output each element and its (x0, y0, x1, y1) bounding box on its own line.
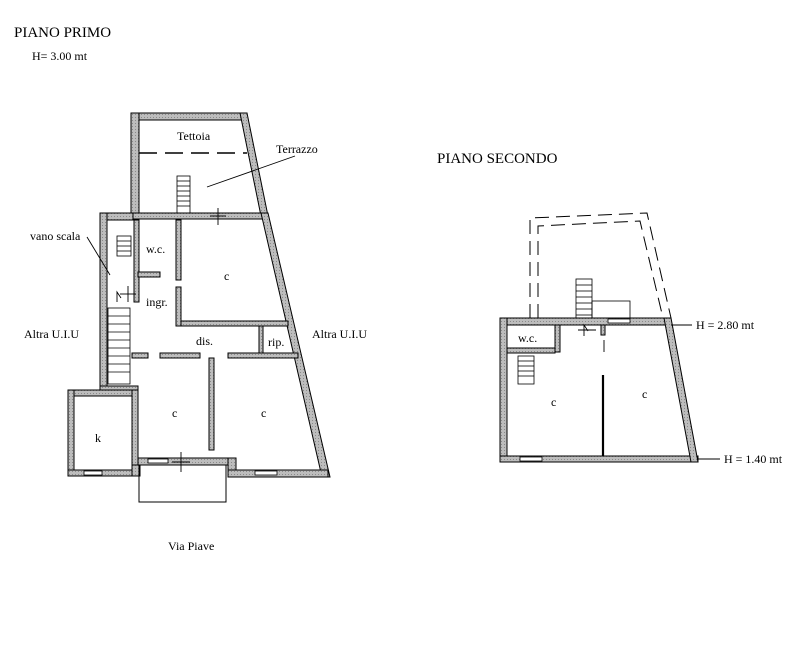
terrace-stair (176, 175, 191, 214)
room-label-wc: w.c. (146, 242, 166, 256)
room-label-k: k (95, 431, 101, 445)
room-label-c-lower-left: c (172, 406, 178, 420)
upper-dashed-outline (529, 212, 672, 319)
main-walls (67, 212, 331, 478)
room-label-c-upper: c (224, 269, 230, 283)
door-marks (116, 208, 226, 472)
windows (83, 458, 278, 476)
terrace-walls (130, 112, 269, 220)
second-floor-windows (519, 318, 631, 462)
roof-stair (575, 278, 631, 322)
second-floor-plan (499, 212, 720, 463)
first-floor-plan (67, 112, 331, 503)
second-floor-room-c-right: c (642, 387, 648, 401)
room-label-dis: dis. (196, 334, 214, 348)
second-floor-room-wc: w.c. (518, 331, 538, 345)
second-floor-stair (517, 355, 535, 385)
neighbor-left-label: Altra U.I.U (24, 327, 79, 341)
second-floor-room-c-left: c (551, 395, 557, 409)
second-floor-height-bottom: H = 1.40 mt (724, 452, 783, 466)
terrazzo-leader (206, 155, 296, 188)
room-label-tettoia: Tettoia (177, 129, 211, 143)
balcony (138, 464, 227, 503)
second-floor-height-top: H = 2.80 mt (696, 318, 755, 332)
second-floor-door-marks (578, 323, 605, 352)
second-floor-walls (499, 317, 699, 463)
first-floor-title: PIANO PRIMO (14, 25, 112, 41)
room-label-vano-scala: vano scala (30, 229, 81, 243)
first-floor-height: H= 3.00 mt (32, 49, 88, 63)
street-label: Via Piave (168, 539, 215, 553)
neighbor-right-label: Altra U.I.U (312, 327, 367, 341)
vano-scala-leader (86, 236, 111, 276)
room-label-rip: rip. (268, 335, 285, 349)
second-floor-title: PIANO SECONDO (437, 151, 558, 167)
room-label-ingr: ingr. (146, 295, 168, 309)
room-label-terrazzo: Terrazzo (276, 142, 318, 156)
room-label-c-lower-right: c (261, 406, 267, 420)
stairwell-stair (107, 235, 132, 385)
